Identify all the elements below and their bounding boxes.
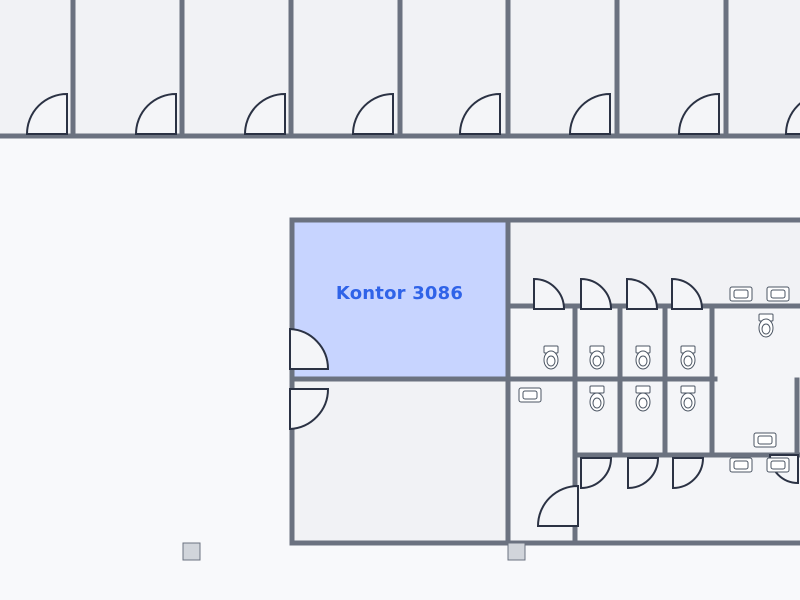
door-swing-icon[interactable] bbox=[672, 457, 705, 490]
door-swing-icon[interactable] bbox=[627, 457, 660, 490]
room-label-kontor-3086[interactable]: Kontor 3086 bbox=[335, 283, 464, 304]
door-swing-icon[interactable] bbox=[677, 92, 720, 135]
door-swing-icon[interactable] bbox=[626, 277, 659, 310]
top-room-row bbox=[0, 0, 800, 139]
column-marker bbox=[182, 542, 201, 561]
toilet-icon bbox=[680, 345, 696, 370]
sinks bbox=[518, 286, 790, 473]
toilets-upper bbox=[543, 313, 774, 370]
toilet-icon bbox=[635, 345, 651, 370]
door-swing-icon[interactable] bbox=[671, 277, 704, 310]
door-swing-icon[interactable] bbox=[536, 484, 579, 527]
office-3086-room[interactable] bbox=[292, 220, 507, 379]
sink-icon bbox=[766, 457, 790, 473]
door-swing-icon[interactable] bbox=[243, 92, 286, 135]
door-swing-icon[interactable] bbox=[289, 327, 330, 370]
door-swing-icon[interactable] bbox=[580, 457, 613, 490]
door-swing-icon[interactable] bbox=[533, 277, 566, 310]
sink-icon bbox=[766, 286, 790, 302]
sink-icon bbox=[753, 432, 777, 448]
door-swing-icon[interactable] bbox=[784, 94, 800, 135]
sink-icon bbox=[729, 457, 753, 473]
door-swing-icon[interactable] bbox=[351, 92, 394, 135]
lower-block bbox=[289, 217, 800, 546]
door-swing-icon[interactable] bbox=[134, 92, 177, 135]
toilet-icon bbox=[589, 345, 605, 370]
toilet-icon bbox=[680, 385, 696, 412]
toilets-lower bbox=[589, 385, 696, 412]
door-swing-icon[interactable] bbox=[580, 277, 613, 310]
door-swing-icon[interactable] bbox=[458, 92, 501, 135]
toilet-icon bbox=[635, 385, 651, 412]
sink-icon bbox=[518, 387, 542, 403]
door-swing-icon[interactable] bbox=[289, 388, 330, 431]
toilet-icon bbox=[543, 345, 559, 370]
column-marker bbox=[507, 542, 526, 561]
sink-icon bbox=[729, 286, 753, 302]
door-swing-icon[interactable] bbox=[25, 92, 68, 135]
door-swing-icon[interactable] bbox=[568, 92, 611, 135]
toilet-icon bbox=[758, 313, 774, 338]
toilet-icon bbox=[589, 385, 605, 412]
lower-block-doors bbox=[289, 277, 799, 527]
top-row-doors bbox=[25, 92, 800, 135]
